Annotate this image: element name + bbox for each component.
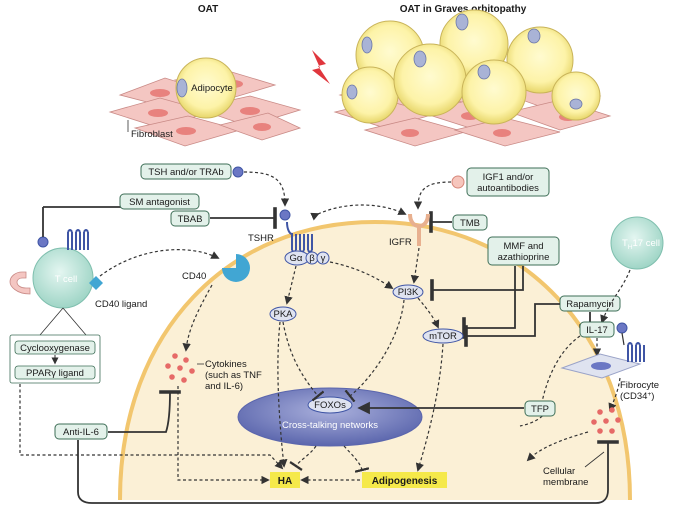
fibrocyte-label-1: Fibrocyte xyxy=(620,380,659,391)
cross-talk-network xyxy=(237,387,423,447)
tfp-box: TFP xyxy=(524,400,556,417)
tsh-bound-ligand-icon xyxy=(279,209,291,221)
cd40-label: CD40 xyxy=(182,271,206,282)
tfp-label: TFP xyxy=(531,404,549,415)
sm-antagonist-box: SM antagonist xyxy=(119,193,200,210)
sm-antagonist-ligand-icon xyxy=(37,236,49,248)
fibrocyte-ligand-icon xyxy=(616,322,628,334)
igf1-label-1: IGF1 and/or xyxy=(483,172,534,183)
mmf-label-1: MMF and xyxy=(503,241,543,252)
g-gamma-label: γ xyxy=(321,253,326,264)
tmb-label: TMB xyxy=(460,218,480,229)
t-cell-receptor-icon xyxy=(67,229,89,250)
cytokines-label-1: Cytokines xyxy=(205,359,247,370)
sm-antagonist-label: SM antagonist xyxy=(129,197,190,208)
tsh-trab-label: TSH and/or TRAb xyxy=(148,167,223,178)
tsh-trab-box: TSH and/or TRAb xyxy=(140,163,232,180)
mtor-node: mTOR xyxy=(422,328,464,344)
cell-membrane-label-2: membrane xyxy=(543,477,588,488)
title-oat: OAT xyxy=(198,4,218,15)
fibroblast-label: Fibroblast xyxy=(131,129,173,140)
pi3k-label: PI3K xyxy=(398,287,419,298)
mmf-label-2: azathioprine xyxy=(498,252,550,263)
adipogenesis-box: Adipogenesis xyxy=(362,472,447,488)
mmf-box: MMF and azathioprine xyxy=(487,236,560,266)
g-beta-label: β xyxy=(309,253,315,264)
fibrocyte-label-2: (CD34+) xyxy=(620,391,654,402)
lightning-icon xyxy=(312,50,330,84)
pka-node: PKA xyxy=(269,306,297,322)
igf1-ligand-icon xyxy=(451,175,465,189)
cox-label: Cyclooxygenase xyxy=(20,343,90,354)
tmb-box: TMB xyxy=(452,214,488,231)
pi3k-node: PI3K xyxy=(392,284,424,300)
g-protein xyxy=(284,250,330,266)
mtor-label: mTOR xyxy=(429,331,457,342)
ppar-label: PPARγ ligand xyxy=(26,368,84,379)
tsh-ligand-icon xyxy=(232,166,244,178)
tshr-label: TSHR xyxy=(248,233,274,244)
anti-il6-box: Anti-IL-6 xyxy=(54,423,108,440)
cd40-ligand-label: CD40 ligand xyxy=(95,299,147,310)
adipogenesis-label: Adipogenesis xyxy=(372,476,438,487)
pka-label: PKA xyxy=(273,309,293,320)
cd40-receptor-icon xyxy=(222,254,250,282)
fibrocyte-receptor-icon xyxy=(627,342,645,362)
igfr-label: IGFR xyxy=(389,237,412,248)
cell-membrane-label-1: Cellular xyxy=(543,466,575,477)
il17-box: IL-17 xyxy=(579,321,615,338)
cross-talk-label: Cross-talking networks xyxy=(282,420,378,431)
t-cell-label: T cell xyxy=(55,274,78,285)
tbab-box: TBAB xyxy=(170,210,210,227)
foxos-label: FOXOs xyxy=(314,400,346,411)
cytokine-cluster-left xyxy=(165,353,195,383)
adipocyte-label: Adipocyte xyxy=(191,83,233,94)
cytokines-label-2: (such as TNF xyxy=(205,370,262,381)
rapamycin-label: Rapamycin xyxy=(566,299,614,310)
cox-ppar-box xyxy=(9,334,101,384)
cytokines-label-3: and IL-6) xyxy=(205,381,243,392)
ha-label: HA xyxy=(278,476,292,487)
igfr-receptor-icon xyxy=(408,213,430,246)
g-alpha-label: Gα xyxy=(290,253,303,264)
adipocyte-cluster-right xyxy=(341,9,601,125)
igf1-label-2: autoantibodies xyxy=(477,183,539,194)
title-oat-go: OAT in Graves orbitopathy xyxy=(400,4,527,15)
igf1-box: IGF1 and/or autoantibodies xyxy=(466,167,550,197)
fibrocyte xyxy=(560,353,642,379)
cytokine-cluster-right xyxy=(591,407,621,434)
tbab-label: TBAB xyxy=(178,214,203,225)
adipocyte-left xyxy=(175,57,237,119)
anti-il6-label: Anti-IL-6 xyxy=(63,427,99,438)
t-cell xyxy=(9,247,103,309)
th17-label: TH17 cell xyxy=(622,238,660,251)
ha-box: HA xyxy=(270,472,300,488)
il17-label: IL-17 xyxy=(586,325,608,336)
th17-cell xyxy=(610,216,664,270)
